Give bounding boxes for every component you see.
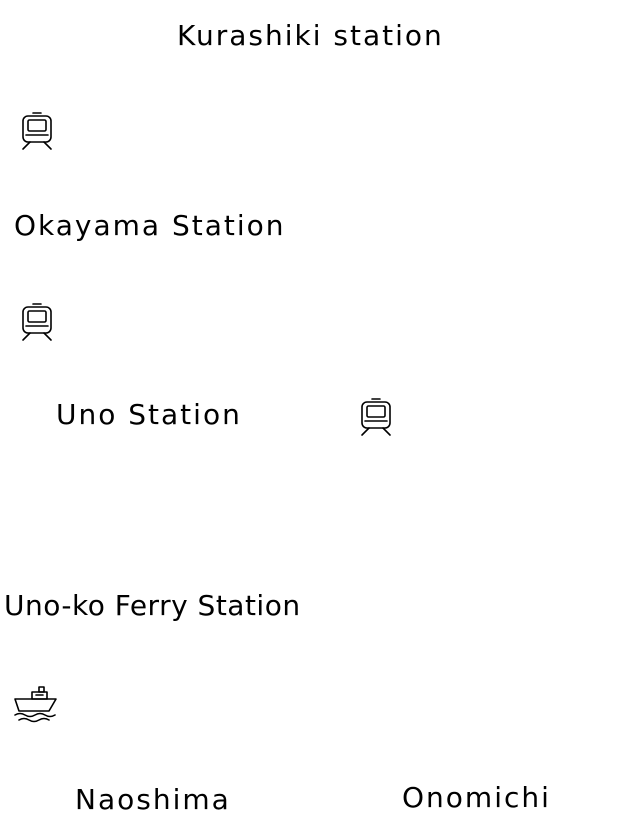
ferry-icon (12, 685, 58, 723)
station-kurashiki: Kurashiki station (177, 19, 444, 52)
train-icon (20, 111, 54, 151)
destination-naoshima: Naoshima (75, 783, 231, 816)
train-icon (20, 302, 54, 342)
destination-onomichi: Onomichi (402, 781, 551, 814)
station-uno: Uno Station (56, 398, 242, 431)
station-okayama: Okayama Station (14, 209, 286, 242)
train-icon (359, 397, 393, 437)
station-uno-ko-ferry: Uno-ko Ferry Station (4, 589, 301, 622)
